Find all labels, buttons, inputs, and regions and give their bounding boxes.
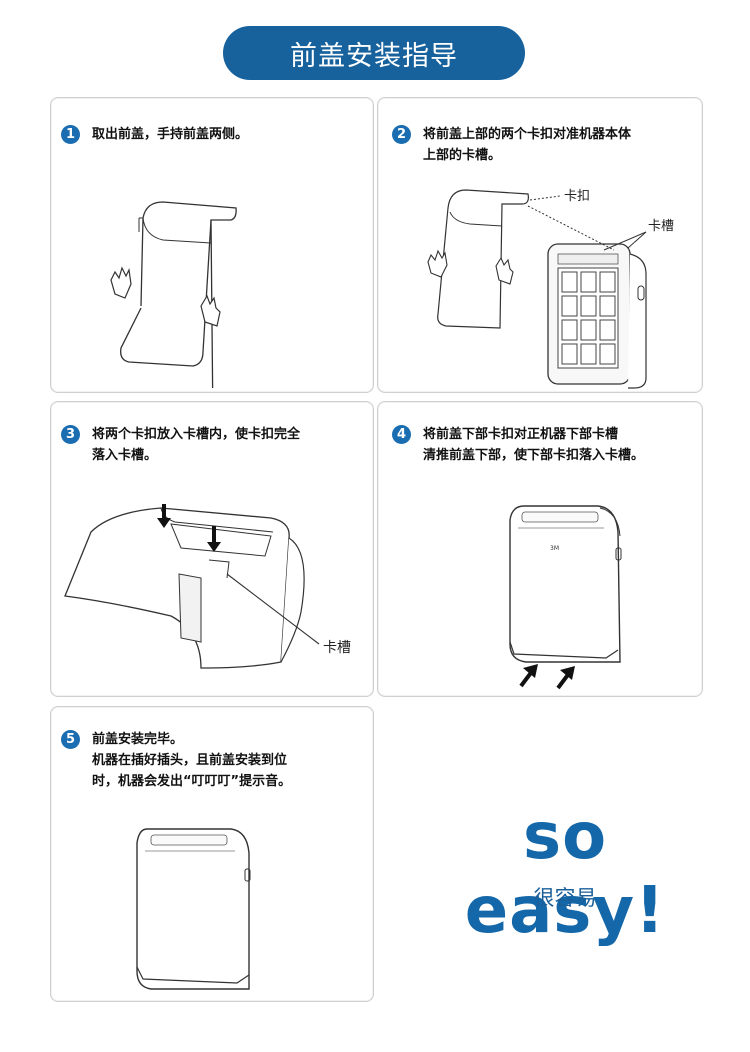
step-card-2: 2 将前盖上部的两个卡扣对准机器本体 上部的卡槽。 卡扣 卡槽 — [377, 97, 703, 393]
clip-insert-illustration: 卡槽 — [64, 504, 351, 669]
step-text: 将两个卡扣放入卡槽内，使卡扣完全 落入卡槽。 — [92, 427, 301, 463]
step-card-3: 3 将两个卡扣放入卡槽内，使卡扣完全 落入卡槽。 卡槽 — [50, 401, 374, 697]
bottom-push-illustration: 3M — [509, 505, 622, 690]
front-cover-held-illustration — [110, 201, 237, 388]
step-card-5: 5 前盖安装完毕。 机器在插好插头，且前盖安装到位 时，机器会发出“叮叮叮”提示… — [50, 706, 374, 1002]
slot-label: 卡槽 — [648, 219, 674, 234]
step-text: 将前盖上部的两个卡扣对准机器本体 上部的卡槽。 — [423, 127, 632, 163]
clip-label: 卡扣 — [564, 189, 590, 204]
step-5-instruction: 5 前盖安装完毕。 机器在插好插头，且前盖安装到位 时，机器会发出“叮叮叮”提示… — [61, 729, 291, 792]
step-1-instruction: 1 取出前盖，手持前盖两侧。 — [61, 124, 248, 145]
step-card-4: 4 将前盖下部卡扣对正机器下部卡槽 清推前盖下部，使下部卡扣落入卡槽。 3M — [377, 401, 703, 697]
step-number-badge: 4 — [392, 425, 411, 444]
step-number-badge: 1 — [61, 125, 80, 144]
slot-label: 卡槽 — [323, 640, 351, 656]
step-number-badge: 5 — [61, 730, 80, 749]
slogan-subtitle: 很容易 — [533, 886, 597, 910]
completed-unit-illustration — [136, 828, 251, 990]
page-title: 前盖安装指导 — [223, 26, 525, 80]
step-text: 取出前盖，手持前盖两侧。 — [92, 127, 249, 142]
slogan: so easy! — [464, 800, 666, 948]
step-text: 将前盖下部卡扣对正机器下部卡槽 清推前盖下部，使下部卡扣落入卡槽。 — [423, 427, 645, 463]
step-number-badge: 3 — [61, 425, 80, 444]
step-3-instruction: 3 将两个卡扣放入卡槽内，使卡扣完全 落入卡槽。 — [61, 424, 300, 466]
step-text: 前盖安装完毕。 机器在插好插头，且前盖安装到位 时，机器会发出“叮叮叮”提示音。 — [92, 732, 292, 789]
step-number-badge: 2 — [392, 125, 411, 144]
step-4-instruction: 4 将前盖下部卡扣对正机器下部卡槽 清推前盖下部，使下部卡扣落入卡槽。 — [392, 424, 644, 466]
step-2-instruction: 2 将前盖上部的两个卡扣对准机器本体 上部的卡槽。 — [392, 124, 631, 166]
svg-text:3M: 3M — [550, 545, 559, 552]
step-card-1: 1 取出前盖，手持前盖两侧。 — [50, 97, 374, 393]
cover-alignment-illustration: 卡扣 卡槽 — [427, 189, 674, 389]
